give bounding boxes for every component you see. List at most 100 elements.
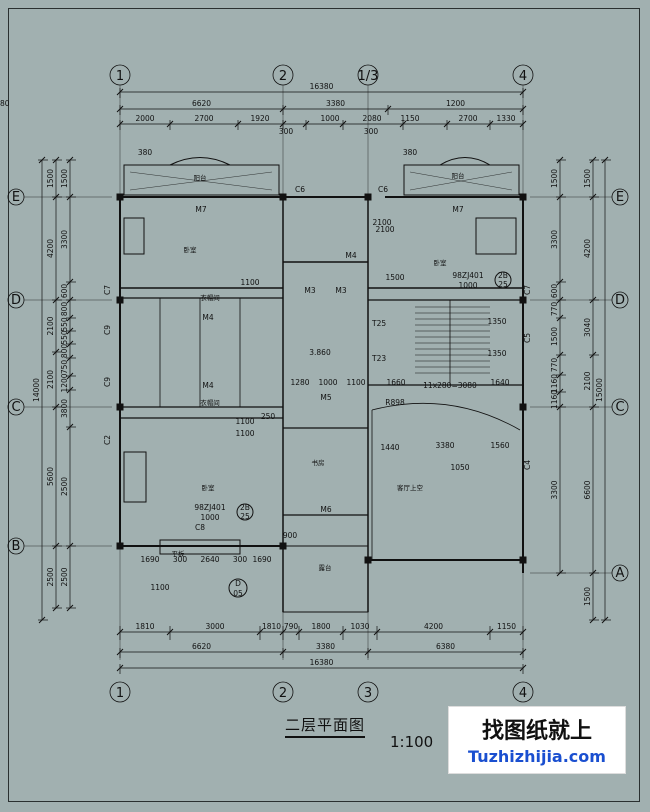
dim-left-row3-text: 550 <box>60 330 69 345</box>
inner-dim: 1100 <box>240 278 259 287</box>
axis-label-right-A: A <box>616 566 625 581</box>
watermark: 找图纸就上 Tuzhizhijia.com <box>448 706 626 774</box>
label-c7b: C7 <box>523 285 532 295</box>
bay-window <box>159 539 241 555</box>
room-label: 衣帽间 <box>200 398 220 407</box>
column <box>364 556 372 564</box>
axis-bubble-bottom <box>109 681 131 703</box>
wall-closets <box>159 298 241 407</box>
column <box>116 193 124 201</box>
wall-stair <box>368 299 523 386</box>
ref-note: 1000 <box>458 281 477 290</box>
dim-right-row2-text: 4200 <box>583 239 592 258</box>
dim-right-row3-text: 1160 <box>550 374 559 393</box>
dim-top-row3-text: 2700 <box>194 114 213 123</box>
dim-left-row2-text: 4200 <box>46 239 55 258</box>
dim-bottom-total-text: 16380 <box>310 658 334 667</box>
room-label: 卧室 <box>184 245 198 254</box>
column <box>519 556 527 564</box>
dim-left-row3-text: 550 <box>60 317 69 332</box>
column <box>519 296 527 304</box>
inner-dim: 1500 <box>385 273 404 282</box>
dim-right-row3-text: 1500 <box>550 327 559 346</box>
label-c6a: C6 <box>295 185 305 194</box>
bed-right-top <box>475 217 517 255</box>
inner-dim: 1000 <box>318 378 337 387</box>
inner-dim: 300 <box>173 555 188 564</box>
balcony-hatch-right <box>409 171 513 191</box>
inner-dim: 1280 <box>290 378 309 387</box>
dim-left-row3-text: 3800 <box>60 399 69 418</box>
label-c7a: C7 <box>103 285 112 295</box>
dim-top-row3-text: 1330 <box>496 114 515 123</box>
watermark-cn: 找图纸就上 <box>481 719 592 744</box>
dim-left-row3-text: 1500 <box>60 169 69 188</box>
label-c8: C8 <box>195 523 205 532</box>
terrace-outline <box>282 545 369 613</box>
column <box>279 193 287 201</box>
room-label: 衣帽间 <box>200 293 220 302</box>
inner-dim: 380 <box>403 148 418 157</box>
rail-1050: 1050 <box>450 463 469 472</box>
dim-bottom-row2-text: 6380 <box>436 642 455 651</box>
inner-dim: 1100 <box>346 378 365 387</box>
inner-dim: 1660 <box>386 378 405 387</box>
dim-bottom-row1-text: 4200 <box>424 622 443 631</box>
dim-right-row2-text: 6600 <box>583 480 592 499</box>
ref-bubble <box>494 271 512 289</box>
dim-top-row2-text: 1200 <box>446 99 465 108</box>
label-m3b: M3 <box>335 286 346 295</box>
dim-left-row2-text: 2100 <box>46 316 55 335</box>
axis-label-right-D: D <box>615 293 625 308</box>
dim-bottom-row1-text: 790 <box>284 622 299 631</box>
ref-top: 2B <box>498 271 508 280</box>
balcony-rail-right <box>403 164 520 196</box>
drawing-scale: 1:100 <box>390 733 434 751</box>
axis-bubble-bottom <box>512 681 534 703</box>
dim-left-row3-text: 2500 <box>60 567 69 586</box>
inner-dim: 1440 <box>380 443 399 452</box>
ref-top: 2B <box>240 503 250 512</box>
dim-left-row2-text: 2500 <box>46 567 55 586</box>
void-edge <box>371 410 520 561</box>
dim-right-row2-text: 1500 <box>583 587 592 606</box>
column <box>116 296 124 304</box>
rail-1100: 1100 <box>150 583 169 592</box>
ref-code: 98ZJ401 <box>452 271 483 280</box>
ref-code: 98ZJ401 <box>194 503 225 512</box>
label-c4: C4 <box>523 460 532 470</box>
inner-dim: 3380 <box>435 441 454 450</box>
inner-dim: 1350 <box>487 349 506 358</box>
dim-bottom-row1-text: 3000 <box>205 622 224 631</box>
dim-left-row3-text: 600 <box>60 284 69 299</box>
label-m7b: M7 <box>452 205 463 214</box>
bed-left-top <box>123 217 145 255</box>
column <box>519 193 527 201</box>
room-label: 书房 <box>312 458 325 467</box>
dim-left-row3-text: 800 <box>60 344 69 359</box>
balcony-rail-left <box>123 164 280 196</box>
dim-right-row2-text: 2100 <box>583 371 592 390</box>
dim-bottom-row1-text: 1150 <box>497 622 516 631</box>
axis-label-right-E: E <box>616 190 624 205</box>
detail-bottom: 05 <box>233 589 243 598</box>
label-c5: C5 <box>523 333 532 343</box>
inner-dim: 2100 <box>375 225 394 234</box>
dim-right-row3-text: 3300 <box>550 480 559 499</box>
dim-bottom-row2-text: 6620 <box>192 642 211 651</box>
axis-label-bottom-1: 1 <box>116 686 124 701</box>
dim-top-row2-text: 6620 <box>192 99 211 108</box>
inner-dim: 1560 <box>490 441 509 450</box>
axis-label-top-1/3: 1/3 <box>358 69 379 84</box>
inner-dim: 2640 <box>200 555 219 564</box>
dim-left-row2-text: 5600 <box>46 467 55 486</box>
dim-right-row2-text: 3040 <box>583 318 592 337</box>
room-label: 阳台 <box>452 171 465 180</box>
label-m5: M5 <box>320 393 331 402</box>
dim-bottom-row1-text: 1810 <box>262 622 281 631</box>
dim-bottom-row2-text: 3380 <box>316 642 335 651</box>
room-label: 露台 <box>319 563 332 572</box>
dim-left-total-text: 14000 <box>32 378 41 402</box>
